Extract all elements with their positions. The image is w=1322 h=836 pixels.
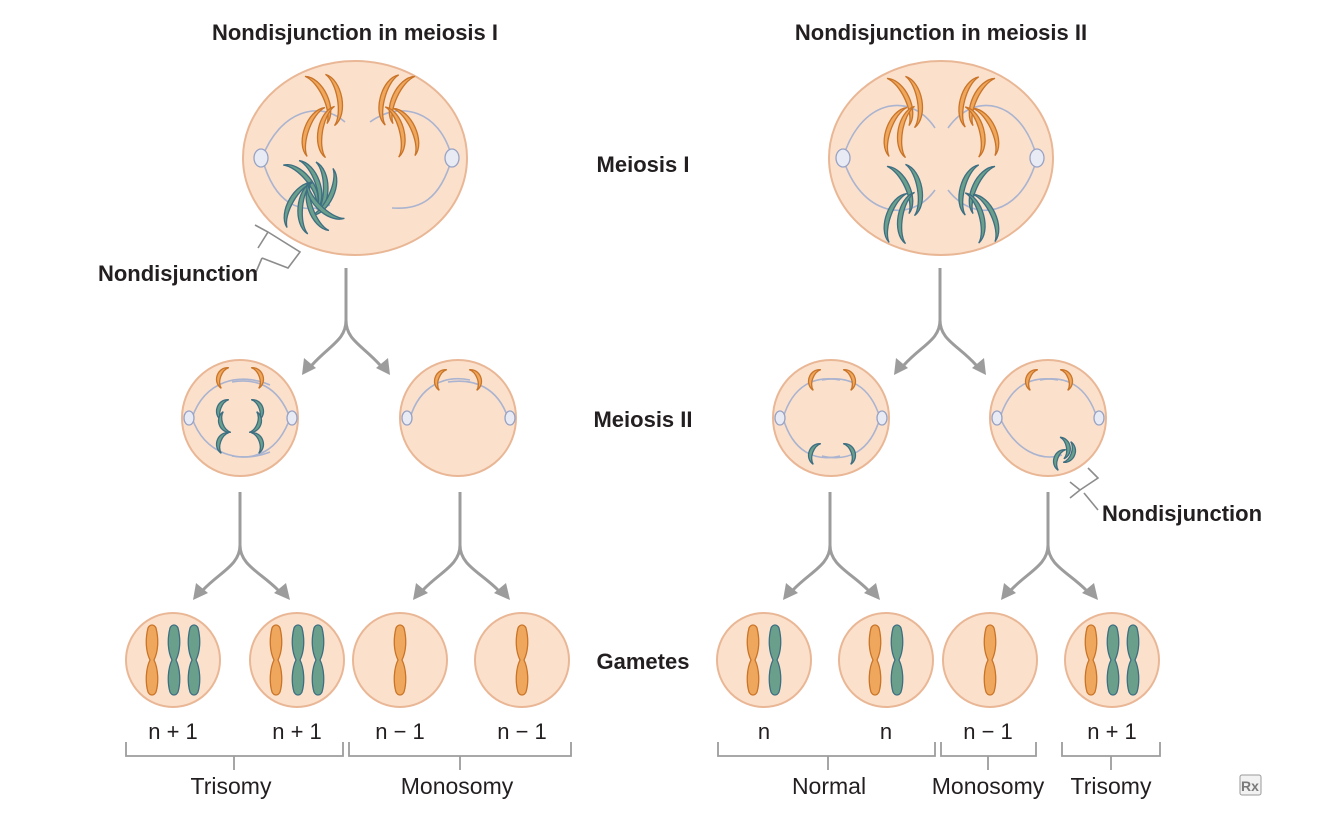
result-label-normal: Normal [792,773,866,799]
left-split-arrow-2b [413,492,510,600]
gamete-label: n − 1 [963,719,1013,744]
monosomy-bracket [348,742,572,770]
centrosome-icon [835,148,851,168]
left-meiosis2-cell-a [181,359,299,477]
centrosome-icon [991,410,1003,426]
left-meiosis2-cell-b [399,359,517,477]
centrosome-icon [876,410,888,426]
gamete-left-2 [249,612,345,708]
left-meiosis1-cell [242,60,468,256]
right-split-arrow-2b [1001,492,1098,600]
centrosome-icon [1093,410,1105,426]
trisomy-bracket [125,742,344,770]
stage-label-meiosis-1: Meiosis I [597,152,690,177]
trisomy-bracket [1061,742,1161,770]
right-title: Nondisjunction in meiosis II [795,20,1087,45]
centrosome-icon [183,410,195,426]
gamete-label: n + 1 [272,719,322,744]
nondisjunction-callout-bracket [254,224,302,269]
left-split-arrow-2a [193,492,290,600]
stage-label-meiosis-2: Meiosis II [593,407,692,432]
result-label-monosomy: Monosomy [932,773,1045,799]
centrosome-icon [1029,148,1045,168]
normal-bracket [717,742,936,770]
centrosome-icon [504,410,516,426]
gamete-left-1 [125,612,221,708]
gamete-label: n − 1 [375,719,425,744]
gamete-right-2 [838,612,934,708]
right-meiosis1-cell [828,60,1054,256]
gamete-left-3 [352,612,448,708]
gamete-right-1 [716,612,812,708]
gamete-label: n [758,719,770,744]
result-label-trisomy: Trisomy [1071,773,1152,799]
gamete-label: n [880,719,892,744]
right-split-arrow-2a [783,492,880,600]
left-nondisjunction-label: Nondisjunction [98,261,258,286]
left-title: Nondisjunction in meiosis I [212,20,498,45]
gamete-label: n + 1 [1087,719,1137,744]
nondisjunction-callout-bracket [1069,467,1100,511]
right-meiosis2-cell-b [989,359,1107,477]
result-label-monosomy: Monosomy [401,773,514,799]
right-meiosis2-cell-a [772,359,890,477]
right-split-arrow-1 [894,268,986,375]
gamete-label: n + 1 [148,719,198,744]
rx-logo-icon: Rx [1239,774,1262,796]
centrosome-icon [401,410,413,426]
stage-label-gametes: Gametes [597,649,690,674]
gamete-label: n − 1 [497,719,547,744]
centrosome-icon [774,410,786,426]
gamete-left-4 [474,612,570,708]
gamete-right-4 [1064,612,1160,708]
right-nondisjunction-label: Nondisjunction [1102,501,1262,526]
centrosome-icon [286,410,298,426]
centrosome-icon [444,148,460,168]
centrosome-icon [253,148,269,168]
left-split-arrow-1 [302,268,390,375]
monosomy-bracket [940,742,1037,770]
rx-logo-text: Rx [1241,778,1259,794]
callout-leader-line [255,257,263,273]
result-label-trisomy: Trisomy [191,773,272,799]
gamete-right-3 [942,612,1038,708]
